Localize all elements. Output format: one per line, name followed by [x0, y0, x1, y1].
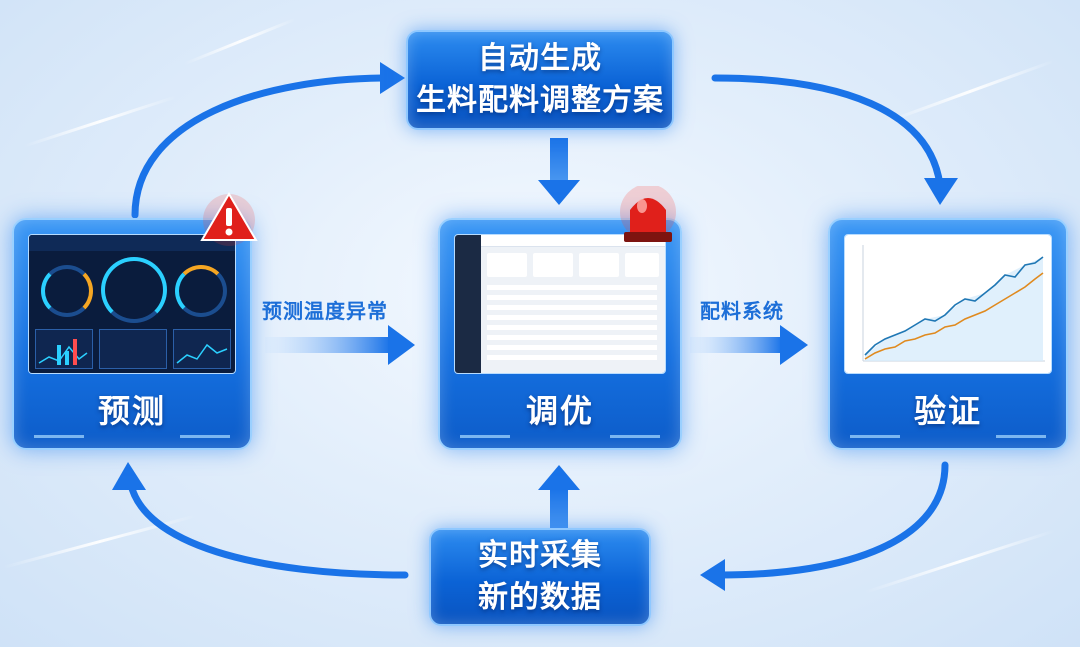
- dashboard-header: [29, 235, 235, 251]
- panel-accent-right: [180, 435, 230, 438]
- gauge-right: [175, 265, 227, 317]
- predict-label: 预测: [97, 392, 166, 430]
- admin-card-3: [579, 253, 619, 277]
- arc-arrow-top-right: [711, 74, 944, 189]
- arrowhead-bottom-right: [700, 559, 725, 591]
- dashboard-screen: [28, 234, 236, 374]
- admin-card-2: [533, 253, 573, 277]
- flow-label-temperature-anomaly: 预测温度异常: [262, 299, 388, 323]
- arrowhead-right-2: [780, 325, 808, 365]
- arrowhead-right-1: [388, 325, 415, 365]
- arrowhead-top-left: [380, 62, 405, 94]
- generate-plan-line2: 生料配料调整方案: [416, 83, 664, 118]
- collect-data-line2: 新的数据: [478, 580, 602, 615]
- admin-card-4: [625, 253, 659, 277]
- panel-accent-left: [460, 435, 510, 438]
- dashboard-box-1: [35, 329, 93, 369]
- arrow-up-shaft: [550, 488, 568, 530]
- admin-table-row: [487, 305, 657, 310]
- optimize-panel: 调优: [438, 218, 682, 450]
- trend-line-orange: [864, 272, 1044, 360]
- collect-data-box: 实时采集 新的数据: [429, 528, 651, 626]
- arrowhead-bottom-left: [112, 462, 146, 490]
- optimize-label: 调优: [525, 392, 594, 430]
- flow-label-batching-system: 配料系统: [700, 299, 784, 323]
- warning-triangle-icon: [200, 192, 258, 246]
- arrow-right-shaft-1: [265, 337, 390, 353]
- admin-topbar: [481, 235, 665, 247]
- dashboard-mini-lines: [38, 339, 228, 365]
- siren-light-icon: [620, 186, 676, 242]
- panel-accent-right: [996, 435, 1046, 438]
- arc-arrow-bottom-right: [716, 461, 949, 579]
- panel-accent-left: [850, 435, 900, 438]
- admin-table-row: [487, 345, 657, 350]
- admin-table-row: [487, 295, 657, 300]
- generate-plan-line1: 自动生成: [478, 41, 602, 76]
- admin-table-row: [487, 285, 657, 290]
- generate-plan-box: 自动生成 生料配料调整方案: [406, 30, 674, 130]
- dashboard-box-2: [99, 329, 167, 369]
- admin-table-row: [487, 325, 657, 330]
- collect-data-line1: 实时采集: [478, 538, 602, 573]
- arrow-right-shaft-2: [690, 337, 782, 353]
- predict-panel: 预测: [12, 218, 252, 450]
- admin-table-row: [487, 355, 657, 360]
- gauge-center: [101, 257, 167, 323]
- panel-accent-left: [34, 435, 84, 438]
- panel-accent-right: [610, 435, 660, 438]
- arrowhead-top-right: [924, 178, 958, 205]
- arc-arrow-top-left: [131, 74, 394, 219]
- chart-screen: [844, 234, 1052, 374]
- admin-table-row: [487, 335, 657, 340]
- trend-line-blue: [864, 256, 1044, 356]
- trend-chart: [862, 245, 1045, 362]
- arrowhead-down: [538, 180, 580, 205]
- gauge-left: [41, 265, 93, 317]
- admin-screen: [454, 234, 666, 374]
- arc-arrow-bottom-left: [126, 476, 409, 579]
- admin-card-1: [487, 253, 527, 277]
- verify-panel: 验证: [828, 218, 1068, 450]
- arrow-down-shaft: [550, 138, 568, 182]
- dashboard-box-3: [173, 329, 231, 369]
- arrowhead-up: [538, 465, 580, 490]
- admin-table-row: [487, 315, 657, 320]
- verify-label: 验证: [913, 392, 982, 430]
- admin-sidebar: [455, 235, 481, 373]
